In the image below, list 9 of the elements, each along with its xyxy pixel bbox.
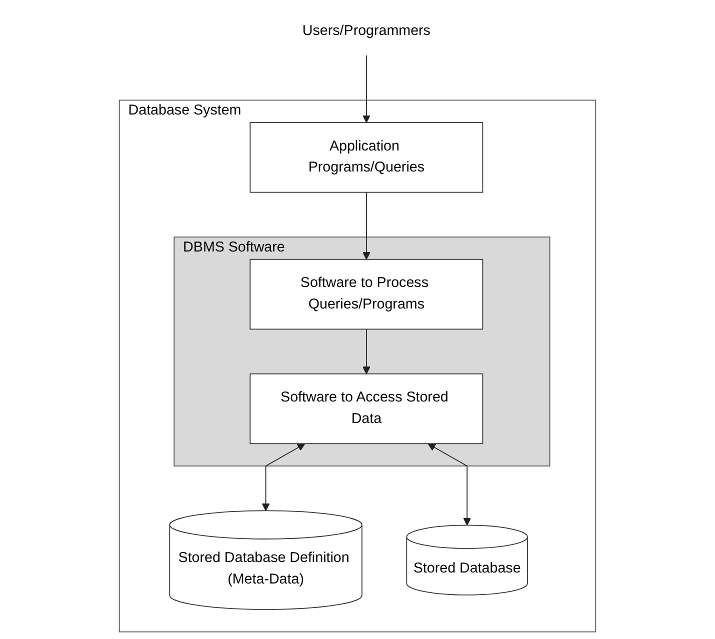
arrow [362, 328, 370, 374]
node-box: Application Programs/Queries [250, 122, 484, 193]
arrow [362, 55, 370, 123]
node-box: Software to Access Stored Data [250, 373, 484, 444]
arrow [262, 443, 306, 512]
node-text: Users/Programmers [302, 23, 430, 38]
arrow [428, 443, 471, 526]
arrow [362, 192, 370, 260]
node-box: Software to Process Queries/Programs [250, 258, 484, 330]
